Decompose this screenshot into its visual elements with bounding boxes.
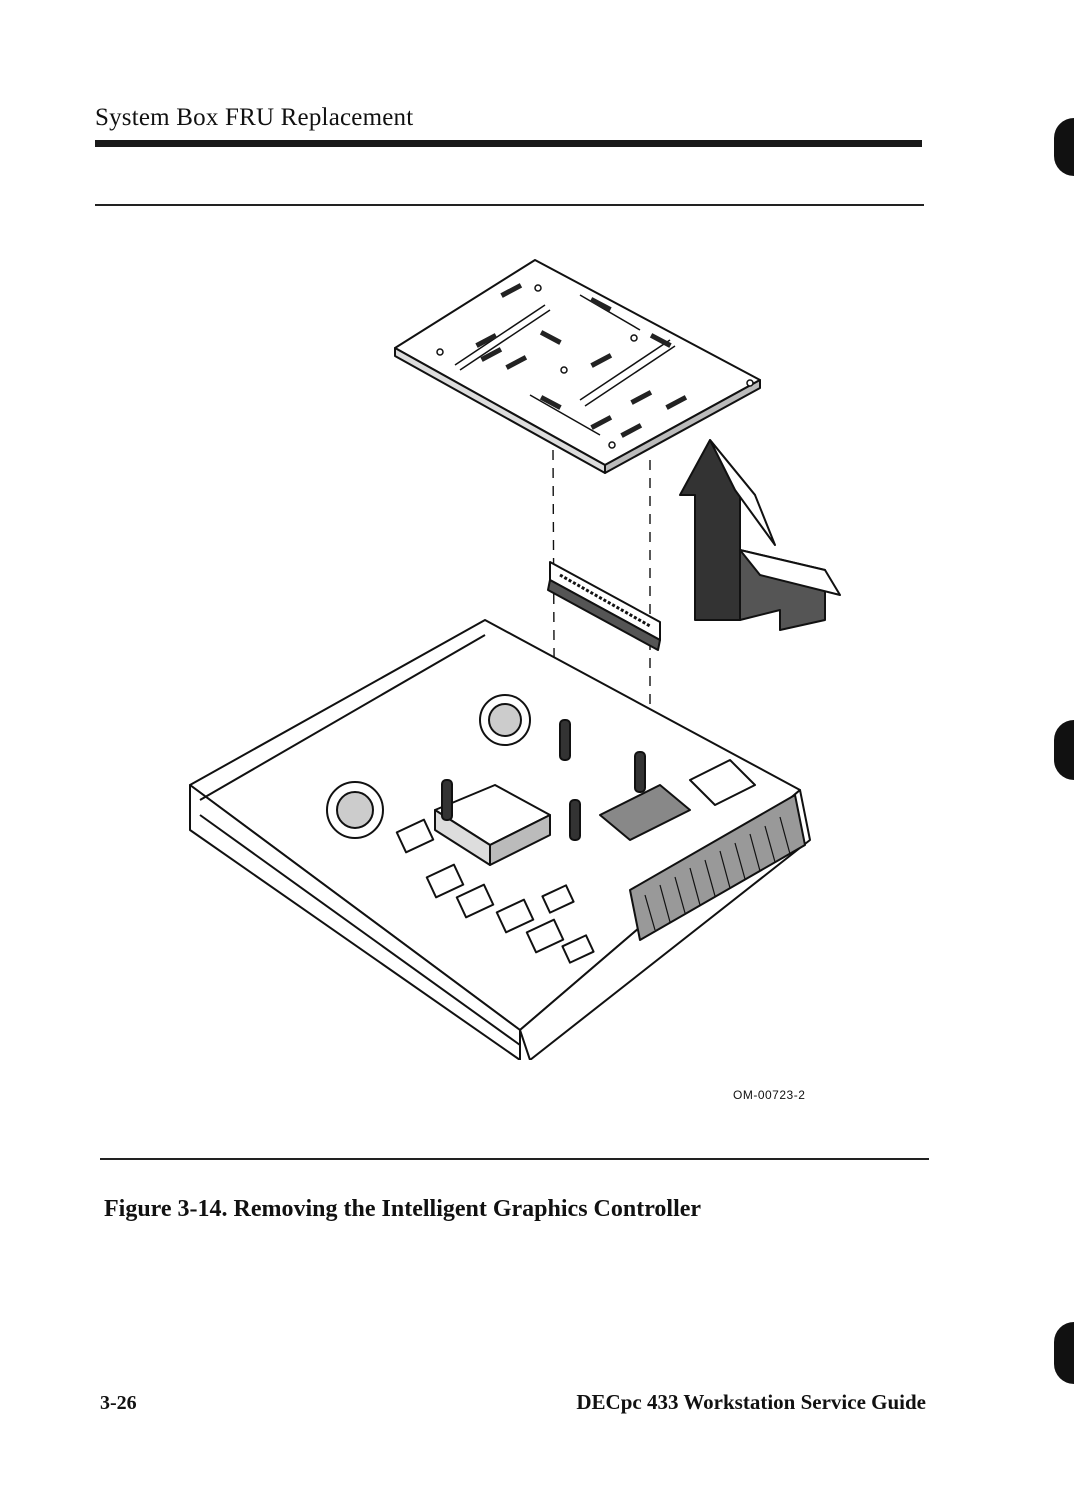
graphics-controller-board <box>395 260 760 473</box>
figure-bottom-rule <box>100 1158 929 1160</box>
header-rule <box>95 140 922 147</box>
running-header: System Box FRU Replacement <box>95 104 413 132</box>
edge-tab-marker <box>1054 1322 1074 1384</box>
system-box-chassis <box>190 620 810 1060</box>
riser-connector <box>548 562 660 650</box>
edge-tab-marker <box>1054 720 1074 780</box>
footer-doc-title: DECpc 433 Workstation Service Guide <box>576 1390 926 1415</box>
removal-arrow <box>680 440 840 630</box>
figure-id: OM-00723-2 <box>733 1088 805 1102</box>
figure-top-rule <box>95 204 924 206</box>
edge-tab-marker <box>1054 118 1074 176</box>
page-number: 3-26 <box>100 1392 137 1415</box>
graphics-controller-removal-illustration <box>160 240 860 1060</box>
figure-caption: Figure 3-14. Removing the Intelligent Gr… <box>104 1196 701 1223</box>
